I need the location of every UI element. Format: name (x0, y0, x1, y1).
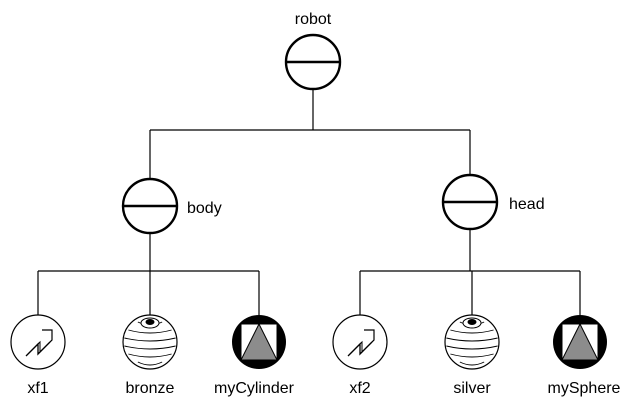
body-node[interactable]: body (121, 177, 222, 235)
shape-icon (553, 315, 607, 369)
silver-node[interactable]: silver (444, 314, 500, 397)
group-icon (121, 177, 179, 235)
body-connector (37, 233, 260, 315)
material-icon (122, 314, 178, 370)
myCylinder-label: myCylinder (214, 380, 295, 397)
group-icon (284, 33, 342, 91)
robot-connector (149, 89, 471, 179)
node-layer: robot body head xf1 bronze myCylinder xf2 silve… (10, 11, 621, 397)
bronze-node[interactable]: bronze (122, 314, 178, 397)
xf2-node[interactable]: xf2 (332, 314, 388, 397)
robot-label: robot (295, 11, 332, 28)
body-label: body (187, 200, 222, 217)
bronze-label: bronze (126, 380, 175, 397)
head-node[interactable]: head (441, 173, 545, 231)
silver-label: silver (453, 380, 491, 397)
head-connector (359, 229, 581, 315)
edge-layer (37, 89, 581, 315)
material-icon (444, 314, 500, 370)
group-icon (441, 173, 499, 231)
myCylinder-node[interactable]: myCylinder (214, 315, 295, 397)
mySphere-label: mySphere (548, 380, 621, 397)
head-label: head (509, 196, 545, 213)
xf1-node[interactable]: xf1 (10, 314, 66, 397)
robot-node[interactable]: robot (284, 11, 342, 91)
mySphere-node[interactable]: mySphere (548, 315, 621, 397)
transform-icon (10, 314, 66, 370)
shape-icon (232, 315, 286, 369)
xf1-label: xf1 (27, 380, 48, 397)
transform-icon (332, 314, 388, 370)
xf2-label: xf2 (349, 380, 370, 397)
